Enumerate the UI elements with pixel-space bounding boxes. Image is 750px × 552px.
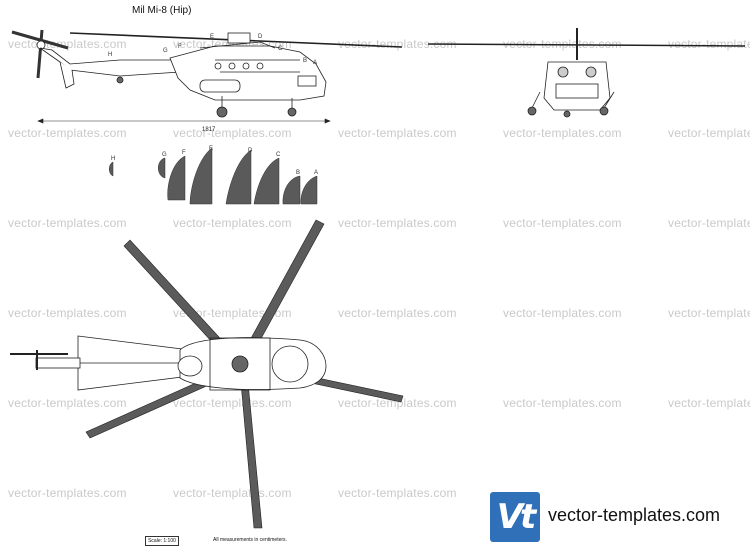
watermark: vector-templates.com [338,486,457,500]
section-label-b: B [296,170,300,176]
rotor-blade [239,371,263,529]
watermark: vector-templates.com [503,396,622,410]
section-label-f: F [182,150,186,156]
section-h [109,161,114,177]
watermark: vector-templates.com [668,396,750,410]
section-label-d: D [248,148,253,154]
side-tail-rotor [11,29,69,79]
watermark: vector-templates.com [338,37,457,51]
side-section-markers: A B C D E F G H [108,34,317,66]
watermark: vector-templates.com [8,486,127,500]
section-c [253,157,280,205]
watermark: vector-templates.com [668,126,750,140]
watermark: vector-templates.com [668,216,750,230]
length-dimension: 1817 [37,118,331,133]
watermark: vector-templates.com [173,396,292,410]
section-label-g: G [162,152,167,158]
watermark: vector-templates.com [338,126,457,140]
measurement-note: All measurements in centimeters. [213,537,287,543]
watermark: vector-templates.com [8,396,127,410]
scale-box: Scale: 1:100 [145,536,179,546]
section-b [282,175,301,205]
top-fuselage [177,337,327,391]
side-view [11,29,403,118]
watermark-row: vector-templates.com vector-templates.co… [0,306,750,320]
watermark: vector-templates.com [503,306,622,320]
watermark: vector-templates.com [173,486,292,500]
section-marker-c: C [278,46,283,52]
section-label-c: C [276,152,281,158]
section-marker-b: B [303,58,307,64]
watermark: vector-templates.com [503,37,622,51]
top-view [10,219,404,529]
section-label-h: H [111,156,115,162]
watermark-row: vector-templates.com vector-templates.co… [0,396,750,410]
watermark: vector-templates.com [338,216,457,230]
section-marker-a: A [313,60,317,66]
watermark: vector-templates.com [173,216,292,230]
section-g [158,157,166,179]
front-view [427,28,746,118]
side-fuselage [169,45,327,101]
length-dimension-label: 1817 [202,127,216,133]
section-marker-h: H [108,52,112,58]
watermark: vector-templates.com [668,306,750,320]
watermark: vector-templates.com [173,126,292,140]
top-tail-boom [10,335,191,391]
front-main-rotor [427,43,746,47]
watermark: vector-templates.com [668,37,750,51]
section-label-a: A [314,170,318,176]
section-f [167,155,186,201]
section-e [189,147,213,205]
section-marker-e: E [210,34,214,40]
watermark: vector-templates.com [503,216,622,230]
section-a [300,175,318,205]
watermark: vector-templates.com [8,126,127,140]
brand-url[interactable]: vector-templates.com [548,505,721,525]
watermark-row: vector-templates.com vector-templates.co… [0,216,750,230]
section-labels: H G F E D C B A [111,146,318,176]
brand-logo: Vt [490,492,540,542]
watermark: vector-templates.com [338,396,457,410]
watermark: vector-templates.com [8,306,127,320]
section-marker-d: D [258,34,263,40]
watermark: vector-templates.com [8,216,127,230]
section-marker-f: F [178,44,182,50]
watermark-row: vector-templates.com vector-templates.co… [0,126,750,140]
drawing-title: Mil Mi-8 (Hip) [132,5,192,16]
watermark: vector-templates.com [338,306,457,320]
section-marker-g: G [163,48,168,54]
watermark: vector-templates.com [503,126,622,140]
section-d [225,149,252,205]
section-label-e: E [209,146,213,152]
watermark: vector-templates.com [173,306,292,320]
watermark-row: vector-templates.com vector-templates.co… [0,486,750,500]
cross-sections [109,147,318,205]
